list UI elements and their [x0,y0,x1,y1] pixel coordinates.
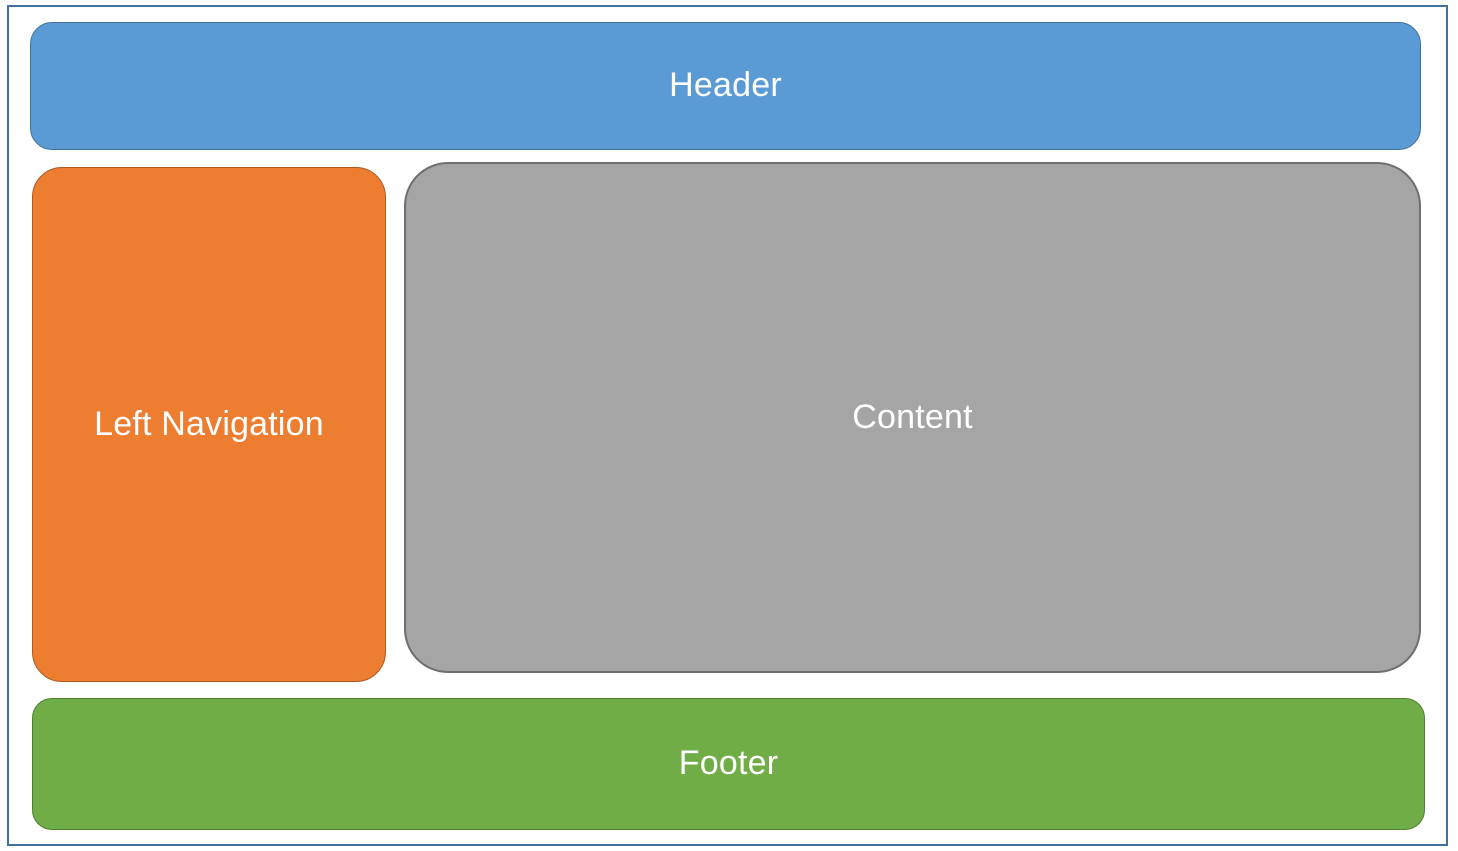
content-region-label: Content [852,397,973,436]
content-region[interactable]: Content [404,162,1421,673]
left-navigation-region[interactable]: Left Navigation [32,167,386,682]
left-navigation-region-label: Left Navigation [94,404,324,443]
header-region[interactable]: Header [30,22,1421,150]
header-region-label: Header [669,66,782,105]
footer-region-label: Footer [678,744,779,783]
footer-region[interactable]: Footer [32,698,1425,830]
